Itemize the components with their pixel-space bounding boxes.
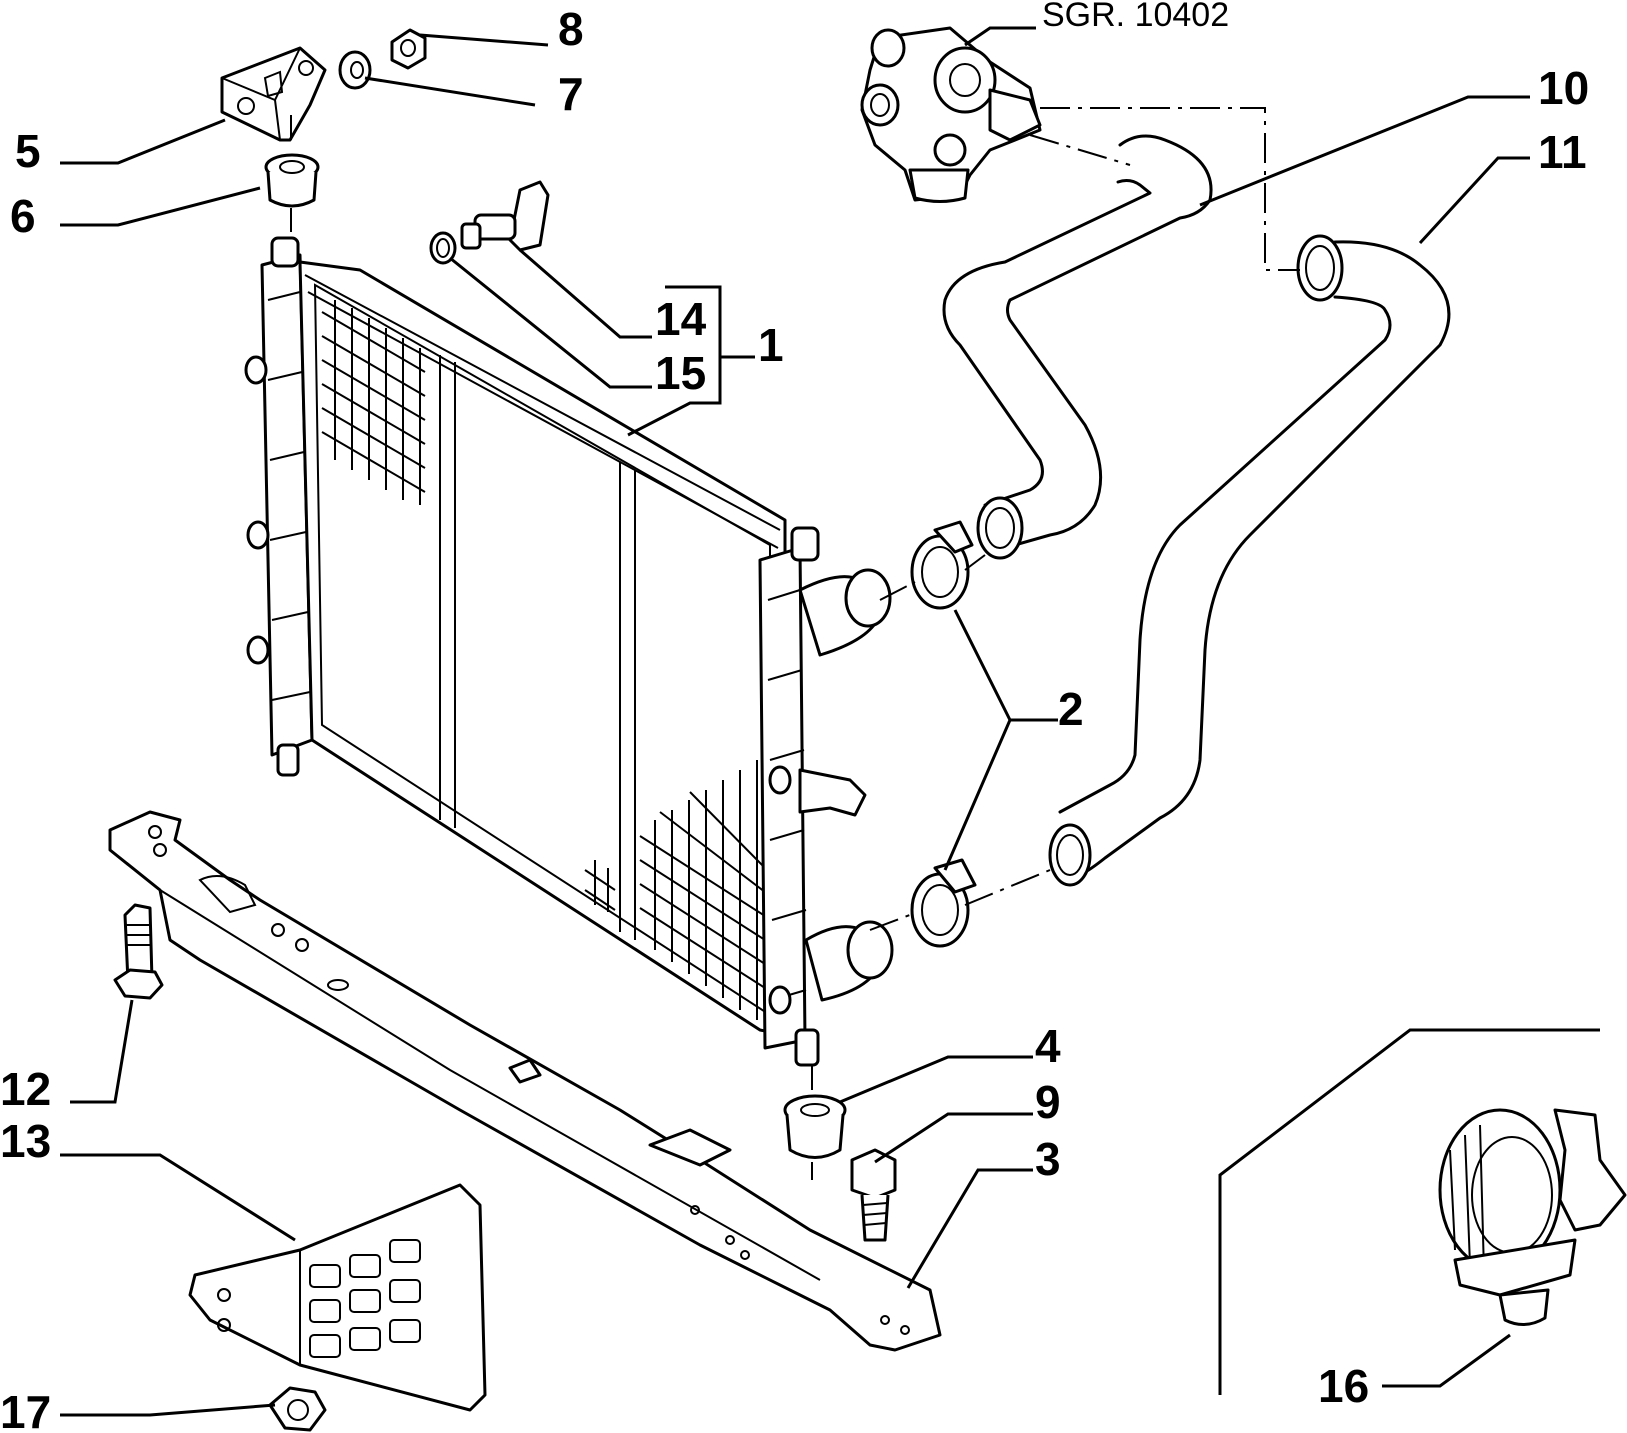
callout-14: 14 bbox=[655, 293, 707, 345]
callout-12: 12 bbox=[0, 1063, 51, 1115]
side-bracket bbox=[188, 1183, 487, 1412]
callout-10: 10 bbox=[1538, 62, 1589, 114]
bolt bbox=[850, 1148, 897, 1242]
callout-16: 16 bbox=[1318, 1360, 1369, 1412]
detail-frame bbox=[1218, 1028, 1600, 1395]
leader-lines bbox=[60, 26, 1530, 1417]
callout-9: 9 bbox=[1035, 1076, 1061, 1128]
callout-2: 2 bbox=[1058, 683, 1084, 735]
callout-6: 6 bbox=[10, 190, 36, 242]
callout-7: 7 bbox=[558, 68, 584, 120]
stud-bolt bbox=[113, 903, 164, 1000]
hose-clamp-lower bbox=[910, 858, 977, 948]
lower-grommet bbox=[783, 1094, 847, 1159]
o-ring bbox=[429, 231, 457, 265]
lower-crossmember bbox=[108, 810, 942, 1352]
callout-17: 17 bbox=[0, 1386, 51, 1433]
callout-13: 13 bbox=[0, 1115, 51, 1167]
callout-5: 5 bbox=[15, 125, 41, 177]
core-grid-upper bbox=[321, 300, 426, 505]
lower-radiator-hose bbox=[1048, 234, 1451, 887]
thermostat-housing bbox=[860, 26, 1042, 203]
callout-15: 15 bbox=[655, 347, 706, 399]
radiator-assembly bbox=[244, 236, 894, 1067]
upper-mount-bracket bbox=[220, 46, 327, 142]
callout-8: 8 bbox=[558, 3, 584, 55]
callout-11: 11 bbox=[1538, 126, 1587, 178]
callout-4: 4 bbox=[1035, 1020, 1061, 1072]
upper-grommet bbox=[264, 153, 320, 208]
hose-clamp-upper bbox=[910, 520, 974, 610]
bleed-screw bbox=[460, 180, 550, 252]
washer bbox=[338, 50, 372, 90]
reference-label: SGR. 10402 bbox=[1042, 0, 1229, 34]
upper-radiator-hose bbox=[942, 134, 1213, 560]
callout-3: 3 bbox=[1035, 1133, 1061, 1185]
hose-clip bbox=[1438, 1108, 1627, 1326]
nut bbox=[390, 28, 427, 70]
core-grid-lower bbox=[584, 760, 766, 1020]
flange-nut bbox=[268, 1386, 327, 1432]
callout-1: 1 bbox=[758, 319, 784, 371]
radiator-bosses bbox=[244, 355, 792, 1015]
